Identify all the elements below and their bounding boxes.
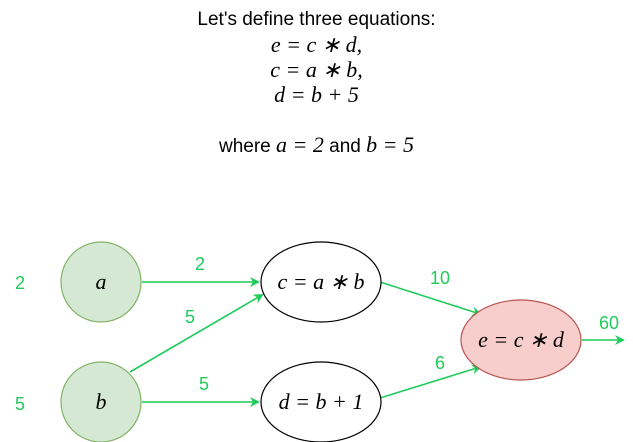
node-e-label: e = c ∗ d <box>478 327 565 352</box>
output-value-e: 60 <box>599 313 619 333</box>
where-mid: and <box>323 136 367 157</box>
where-line: where a = 2 and b = 5 <box>0 132 633 158</box>
node-c: c = a ∗ b <box>260 241 382 323</box>
edge-label-b-to-c: 5 <box>185 307 195 327</box>
equation-e: e = c ∗ d, <box>270 32 363 57</box>
equation-c: c = a ∗ b, <box>270 57 363 82</box>
node-d: d = b + 1 <box>260 361 382 442</box>
node-a-label: a <box>96 269 107 294</box>
edge-label-b-to-d: 5 <box>199 374 209 394</box>
edge-c-to-e <box>379 281 482 317</box>
intro-text: Let's define three equations: <box>197 9 436 30</box>
node-b-label: b <box>96 389 107 414</box>
edge-b-to-c <box>129 293 264 373</box>
node-a: a <box>60 241 142 323</box>
where-prefix: where <box>218 136 277 157</box>
equation-d: d = b + 5 <box>274 82 359 107</box>
edges <box>129 277 625 407</box>
edge-d-to-e <box>379 364 482 399</box>
node-e: e = c ∗ d <box>460 299 582 381</box>
where-b: b = 5 <box>366 132 414 157</box>
edge-label-a-to-c: 2 <box>195 254 205 274</box>
node-b: b <box>60 361 142 442</box>
edge-label-d-to-e: 6 <box>435 353 445 373</box>
input-value-b: 5 <box>15 394 25 414</box>
edge-label-c-to-e: 10 <box>430 268 450 288</box>
node-c-label: c = a ∗ b <box>277 269 364 294</box>
where-a: a = 2 <box>276 132 324 157</box>
node-d-label: d = b + 1 <box>279 389 364 414</box>
input-value-a: 2 <box>15 273 25 293</box>
